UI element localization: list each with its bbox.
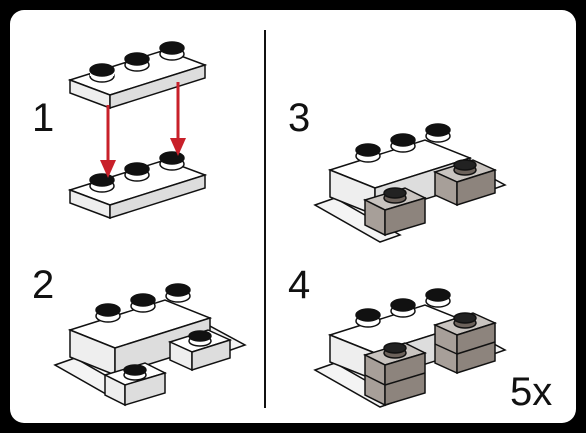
arrow-icon	[100, 82, 186, 178]
quantity-label: 5x	[510, 370, 553, 414]
instruction-panel: 1 2 3 4 5x	[10, 10, 576, 423]
step-number-1: 1	[32, 96, 55, 140]
step-2-diagram	[53, 283, 247, 407]
step-1-diagram	[67, 41, 208, 220]
column-divider	[264, 30, 266, 408]
step-4-diagram	[313, 288, 507, 408]
step-number-4: 4	[288, 263, 311, 307]
step-number-2: 2	[32, 263, 55, 307]
step-3-diagram	[313, 123, 507, 243]
step-number-3: 3	[288, 96, 311, 140]
